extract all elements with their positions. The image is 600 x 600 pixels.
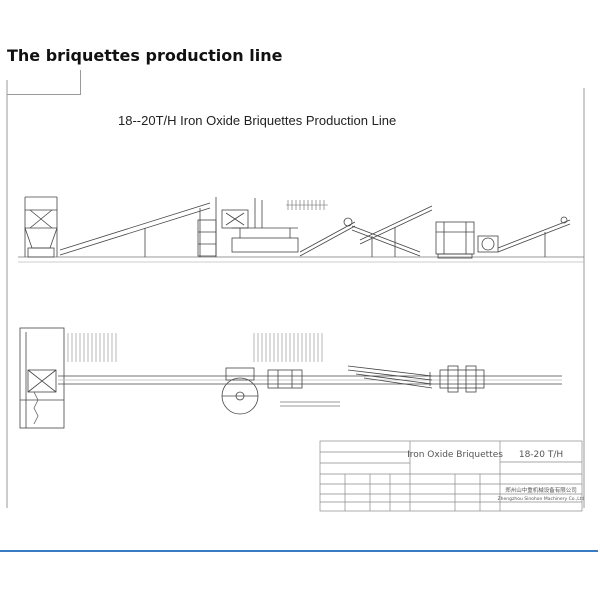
mixer-elevation <box>197 197 249 257</box>
title-block-company-en: Zhengzhou Sinohon Machinery Co.,Ltd <box>498 496 585 502</box>
title-block-company-cn: 郑州山中重机械设备有限公司 <box>505 486 577 494</box>
belt-conveyor-2 <box>299 217 356 257</box>
drawing-title: 18--20T/H Iron Oxide Briquettes Producti… <box>118 113 397 128</box>
plan-hatch-left <box>67 333 117 362</box>
title-block <box>319 440 583 512</box>
title-block-product: Iron Oxide Briquettes <box>407 450 503 460</box>
footer-divider <box>0 550 598 552</box>
page-heading: The briquettes production line <box>7 46 283 65</box>
title-block-capacity: 18-20 T/H <box>519 450 563 460</box>
drawing-frame <box>6 80 585 508</box>
dryer-plan <box>267 369 340 407</box>
plan-view <box>19 327 562 429</box>
converging-conveyors-plan <box>347 365 433 389</box>
plan-hatch-middle <box>253 333 323 362</box>
belt-conveyor-3 <box>351 225 421 257</box>
piping-hatch <box>286 200 328 210</box>
feed-hopper-elevation <box>24 196 58 258</box>
belt-conveyor-5 <box>497 216 571 257</box>
feed-hopper-plan <box>27 369 57 425</box>
elevation-view <box>18 196 584 263</box>
belt-conveyor-1 <box>59 202 211 257</box>
briquette-press-elevation <box>435 221 499 259</box>
plan-building-left <box>19 327 65 429</box>
briquette-press-plan <box>429 365 485 393</box>
main-conveyor-plan <box>58 375 562 385</box>
dryer-platform <box>231 198 299 253</box>
mixer-plan <box>221 367 259 415</box>
heading-bracket <box>7 70 81 95</box>
belt-conveyor-4 <box>359 205 433 257</box>
